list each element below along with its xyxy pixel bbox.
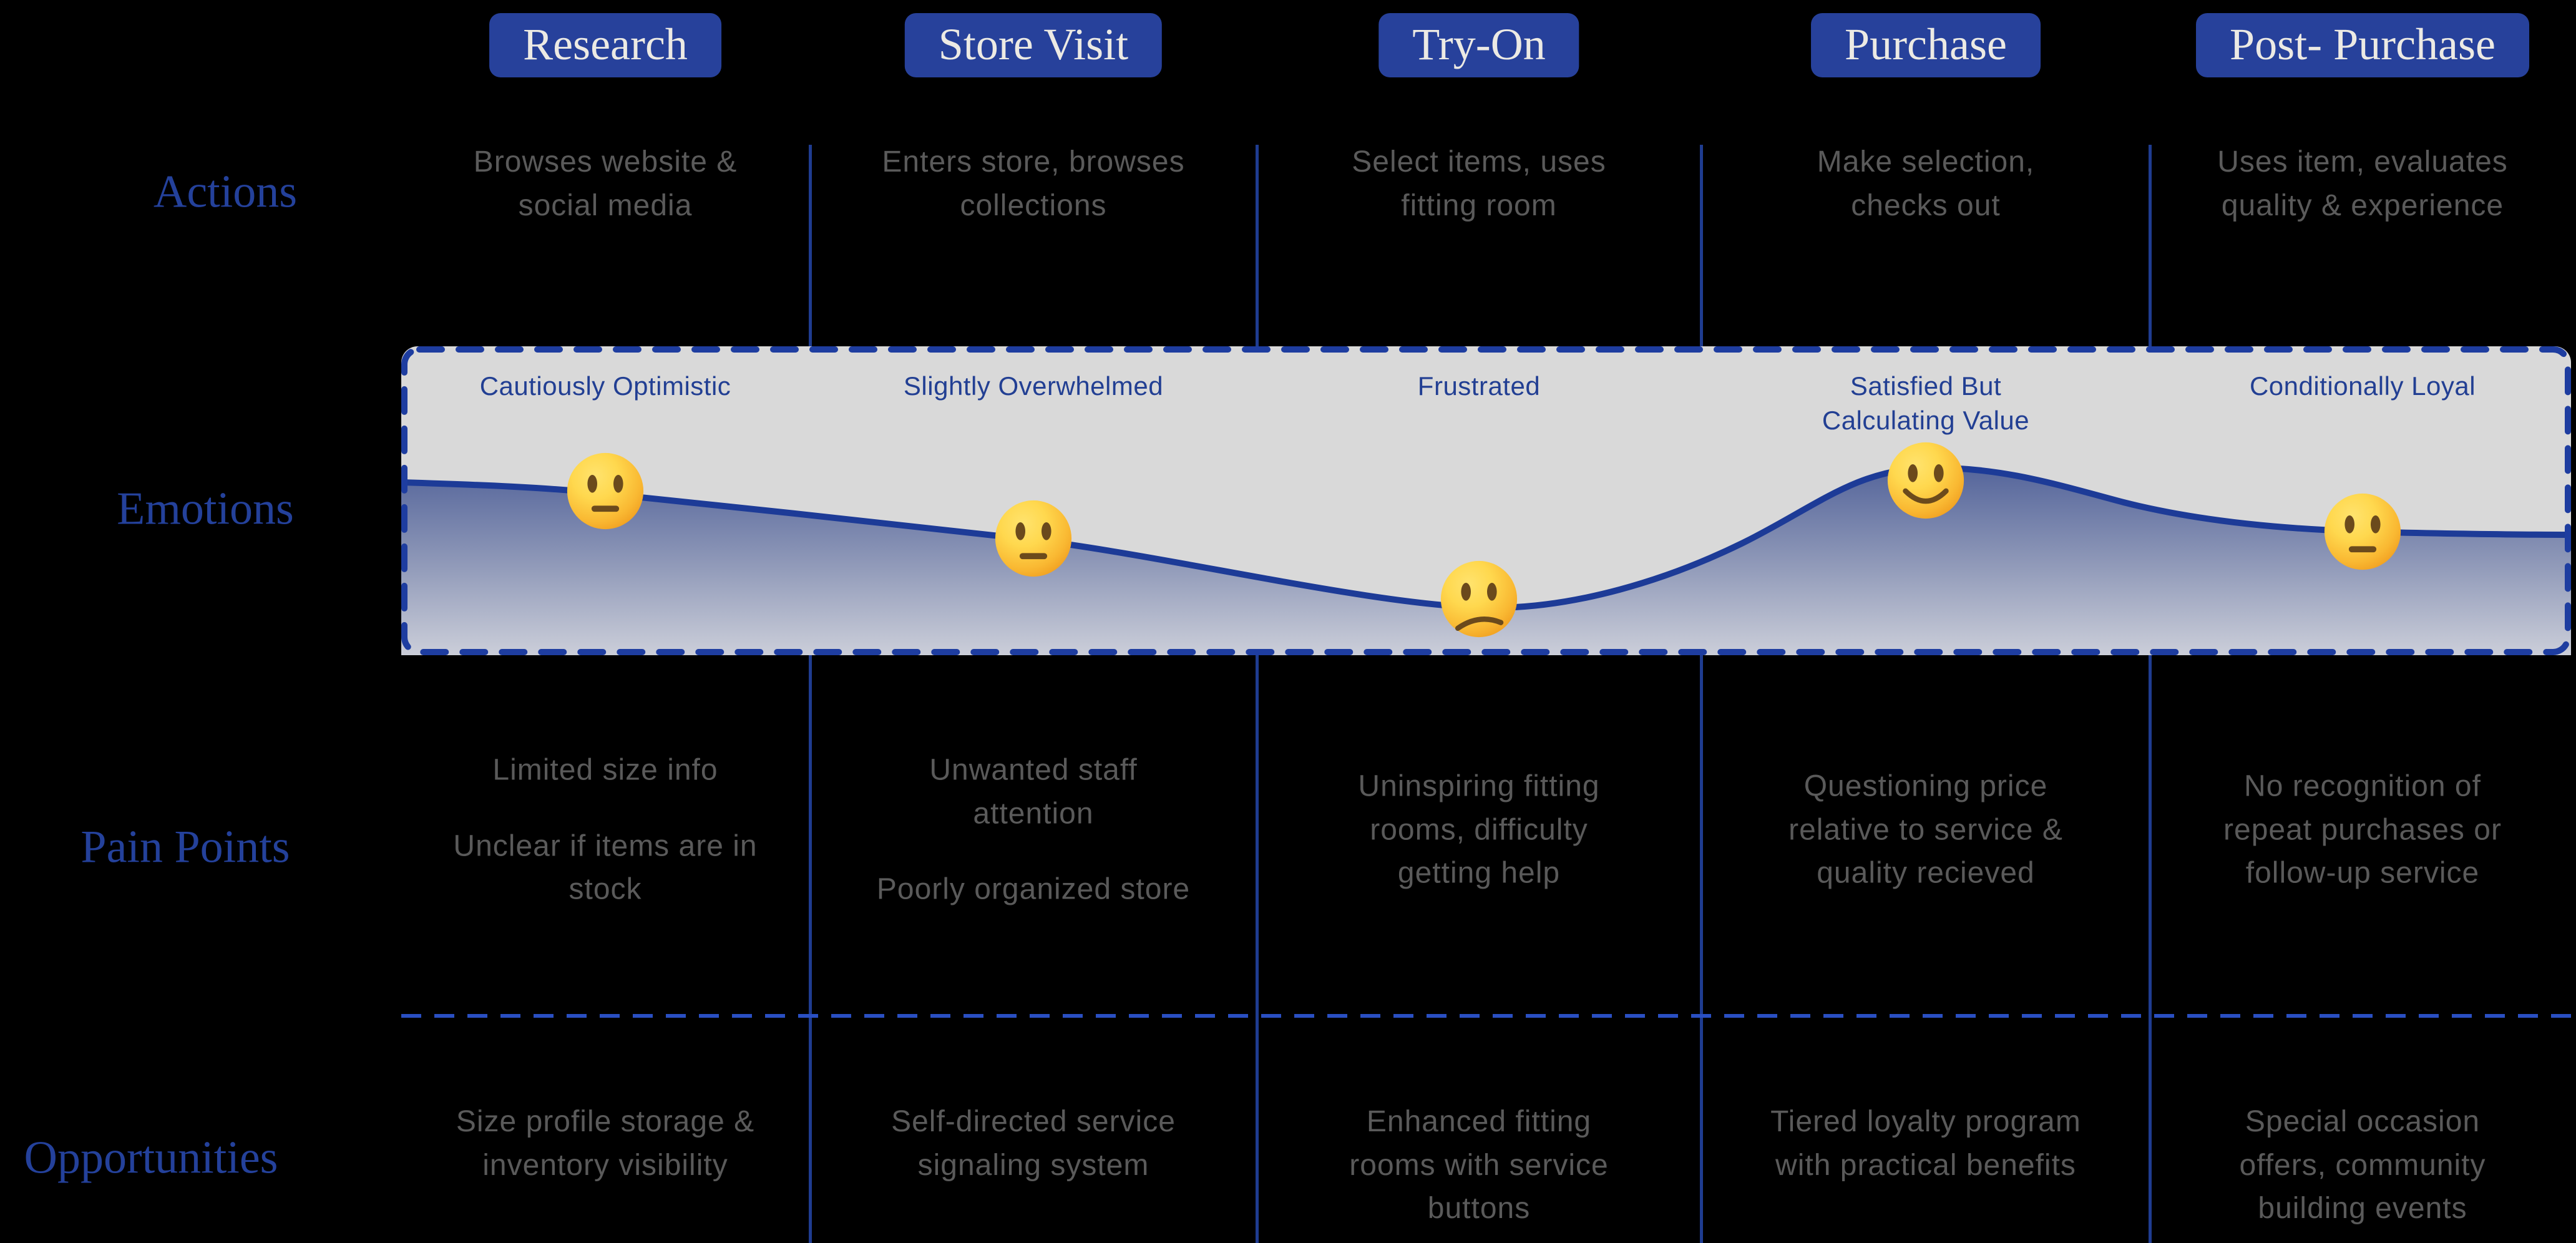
action-text: Make selection, checks out — [1817, 145, 2035, 222]
pain-point-text: Questioning price relative to service & … — [1788, 769, 2063, 890]
stage-chip-post-purchase[interactable]: Post- Purchase — [2196, 13, 2529, 77]
stage-chip-try-on[interactable]: Try-On — [1378, 13, 1579, 77]
emotion-label: Conditionally Loyal — [2249, 371, 2476, 401]
pain-point-text: Limited size info — [492, 753, 718, 787]
emotion-label: Slightly Overwhelmed — [903, 371, 1164, 401]
dashed-row-divider — [401, 1014, 2576, 1018]
opportunity-text: Size profile storage & inventory visibil… — [456, 1105, 755, 1182]
row-label-actions: Actions — [153, 166, 298, 218]
row-label-pain-points: Pain Points — [80, 821, 290, 873]
opportunity-text: Self-directed service signaling system — [891, 1105, 1176, 1182]
column-divider — [809, 145, 812, 1243]
neutral-face-emoji — [2324, 493, 2401, 570]
column-divider — [1256, 145, 1259, 1243]
pain-point-text: Uninspiring fitting rooms, difficulty ge… — [1358, 769, 1600, 890]
row-label-opportunities: Opportunities — [24, 1132, 278, 1184]
action-text: Uses item, evaluates quality & experienc… — [2217, 145, 2508, 222]
pain-points-cell: Unwanted staff attention Poorly organize… — [859, 749, 1208, 912]
stage-chip-store-visit[interactable]: Store Visit — [904, 13, 1163, 77]
action-text: Select items, uses fitting room — [1352, 145, 1606, 222]
action-text: Browses website & social media — [473, 145, 738, 222]
column-divider — [2149, 145, 2152, 1243]
pain-point-text: Unclear if items are in stock — [453, 829, 758, 906]
emotion-label: Frustrated — [1417, 371, 1541, 401]
pain-point-text: Unwanted staff attention — [929, 753, 1138, 831]
emotion-label: Cautiously Optimistic — [479, 371, 731, 401]
emotion-curve-line — [401, 464, 2571, 612]
pain-points-cell: No recognition of repeat purchases or fo… — [2188, 765, 2537, 895]
pain-points-cell: Questioning price relative to service & … — [1751, 765, 2100, 895]
opportunity-text: Special occasion offers, community build… — [2239, 1105, 2486, 1226]
pain-points-cell: Limited size info Unclear if items are i… — [431, 749, 780, 912]
pain-point-text: No recognition of repeat purchases or fo… — [2223, 769, 2502, 890]
band-dashed-border — [401, 346, 2571, 655]
emotion-curve-area — [401, 467, 2571, 655]
stage-chip-research[interactable]: Research — [489, 13, 721, 77]
action-text: Enters store, browses collections — [882, 145, 1185, 222]
neutral-face-emoji — [567, 452, 644, 530]
emotions-band: Cautiously Optimistic Slightly Overwhelm… — [401, 346, 2571, 655]
opportunity-text: Tiered loyalty program with practical be… — [1770, 1105, 2081, 1182]
pain-point-text: Poorly organized store — [876, 872, 1191, 906]
column-divider — [1700, 145, 1703, 1243]
neutral-face-emoji — [995, 500, 1072, 577]
slightly-smiling-face-emoji — [1888, 442, 1964, 519]
emotion-label: Satisfied But Calculating Value — [1822, 371, 2030, 436]
emotion-curve-chart — [401, 346, 2571, 655]
confused-face-emoji — [1441, 561, 1517, 637]
row-label-emotions: Emotions — [117, 483, 294, 535]
stage-chip-purchase[interactable]: Purchase — [1811, 13, 2041, 77]
pain-points-cell: Uninspiring fitting rooms, difficulty ge… — [1304, 765, 1654, 895]
opportunity-text: Enhanced fitting rooms with service butt… — [1349, 1105, 1609, 1226]
